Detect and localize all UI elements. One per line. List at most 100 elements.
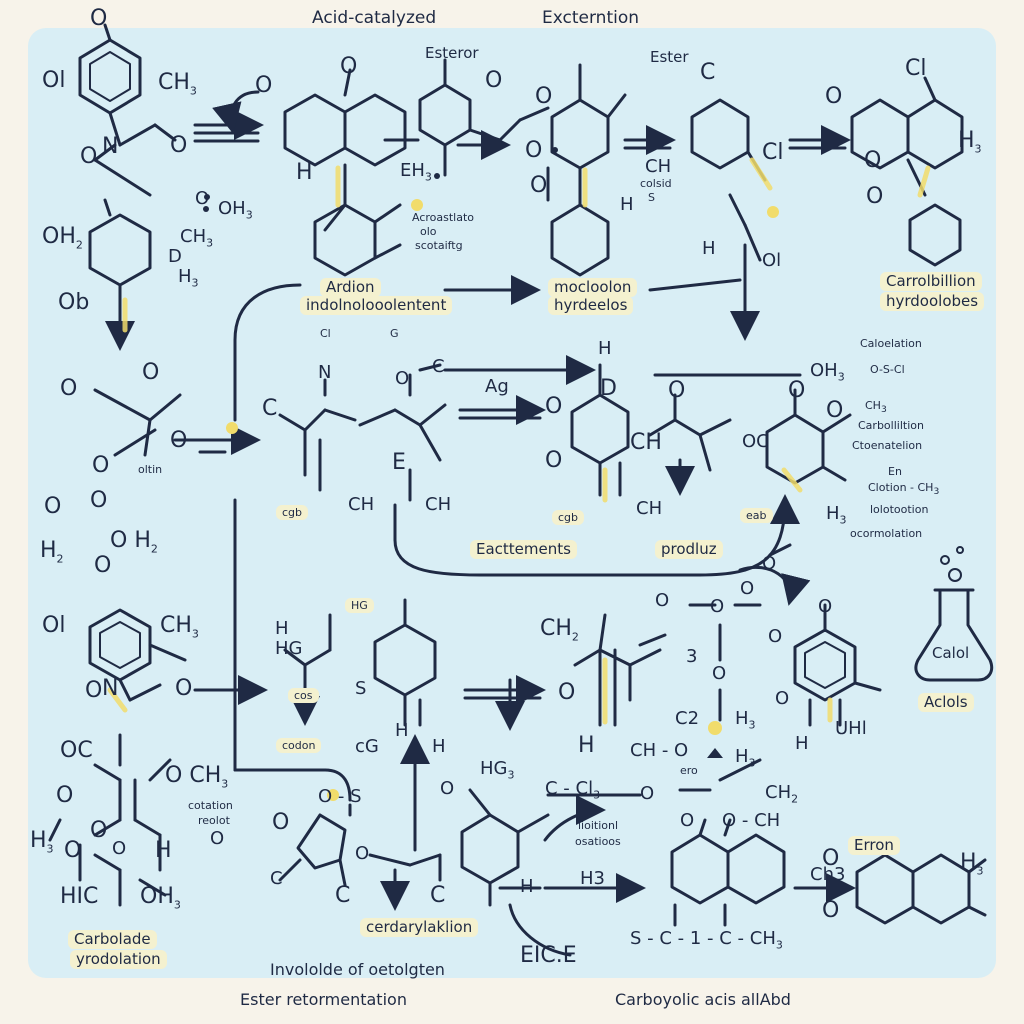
atom-o-ah: O xyxy=(768,626,783,647)
atom-o-ad: O xyxy=(710,596,725,617)
atom-h3-g: H3 xyxy=(30,828,54,856)
atom-h2: H2 xyxy=(40,538,64,566)
label-oscl: O-S-Cl xyxy=(870,363,905,376)
atom-h-e: H xyxy=(395,720,409,741)
ring-12 xyxy=(296,813,347,870)
ring-2b xyxy=(343,93,407,167)
label-aclols: Aclols xyxy=(918,693,974,712)
atom-o-b: O xyxy=(170,133,188,158)
atom-ch2b: CH2 xyxy=(765,782,799,806)
ring-8 xyxy=(765,413,825,485)
atom-o-d: O xyxy=(340,54,358,79)
atom-o-av: O xyxy=(822,898,840,923)
atom-c-o: C xyxy=(432,356,445,377)
atom-h-d: H xyxy=(275,618,289,639)
note-colsid: colsid xyxy=(640,177,672,190)
atom-ag: Ag xyxy=(485,376,509,397)
label-indol: indolnolooolentent xyxy=(300,296,453,315)
atom-o-g: O xyxy=(525,138,543,163)
ring-7 xyxy=(570,393,630,465)
label-hyrdeelos: hyrdeelos xyxy=(548,296,634,315)
ring-14 xyxy=(670,833,730,905)
title-extension: Excterntion xyxy=(542,8,640,28)
atom-o-h: O xyxy=(530,173,548,198)
atom-ch3-a: CH3 xyxy=(158,70,197,98)
note-reolot: reolot xyxy=(198,814,230,827)
ring-2a xyxy=(283,93,347,167)
atom-h3-e: H3 xyxy=(735,708,756,732)
atom-d-b: D xyxy=(600,376,617,401)
label-cl-top: Cl xyxy=(905,56,927,81)
atom-h-g: H xyxy=(578,733,595,758)
atom-o-z: O xyxy=(175,676,193,701)
atom-e: E xyxy=(392,450,406,475)
label-calol: Calol xyxy=(932,644,970,662)
atom-h3-right: H3 xyxy=(958,128,982,156)
atom-oc-b: OC xyxy=(60,738,93,763)
atom-o-top: O xyxy=(90,6,108,31)
atom-o-w: O xyxy=(44,494,62,519)
atom-h-b: H xyxy=(620,194,634,215)
atom-ch-c: CH xyxy=(645,156,672,177)
atom-o-m: O xyxy=(60,376,78,401)
atom-h3o: H3 xyxy=(580,868,605,889)
atom-o-j: O xyxy=(864,148,882,173)
atom-oc: OC xyxy=(742,431,769,452)
label-ocormolation: ocormolation xyxy=(850,527,923,540)
atom-o-ar: O xyxy=(440,778,455,799)
label-cerdarylaklion: cerdarylaklion xyxy=(360,918,479,937)
label-prodluz: prodluz xyxy=(655,540,723,559)
atom-o-ag: O xyxy=(762,553,777,574)
label-mocloolon: mocloolon xyxy=(548,278,638,297)
atom-o-n: O xyxy=(142,360,160,385)
atom-o-p: O xyxy=(92,453,110,478)
label-esteror: Esteror xyxy=(425,44,479,62)
note-cos: cos xyxy=(288,688,319,703)
atom-ch3-c: CH3 xyxy=(160,613,199,641)
footer-invololde: Invololde of oetolgten xyxy=(270,960,445,979)
atom-o-am: O xyxy=(90,818,108,843)
atom-ol: Ol xyxy=(42,68,66,93)
atom-h3-c: H xyxy=(598,338,612,359)
note-cgb: cgb xyxy=(276,505,309,520)
atom-cl3: C - Cl3 xyxy=(545,778,601,802)
atom-o-as: O xyxy=(640,783,655,804)
atom-h-a: H xyxy=(296,160,313,185)
atom-h3-b: H3 xyxy=(178,266,199,290)
atom-h-f: H xyxy=(432,736,446,757)
atom-o-ai: O xyxy=(818,596,833,617)
atom-o-ac: O xyxy=(655,590,670,611)
atom-ob: Ob xyxy=(58,290,90,315)
atom-n-small: N xyxy=(318,362,332,383)
label-caloelation: Caloelation xyxy=(860,337,922,350)
ring-15 xyxy=(855,853,915,925)
atom-h-j: H xyxy=(520,876,534,897)
diagram-panel xyxy=(28,28,996,978)
atom-o-t: O xyxy=(668,378,686,403)
atom-ohs: OH3 xyxy=(810,360,845,384)
atom-o-y: O xyxy=(94,553,112,578)
atom-n-a: N xyxy=(102,134,119,159)
label-carrolbillion: Carrolbillion xyxy=(880,272,982,291)
atom-cg: cG xyxy=(355,736,379,757)
note-scot: scotaiftg xyxy=(415,239,463,252)
atom-cl-mid: Cl xyxy=(762,140,784,165)
footer-ester-retro: Ester retormentation xyxy=(240,990,407,1009)
label-iolotion: lolotootion xyxy=(870,503,929,516)
label-ardion: Ardion xyxy=(320,278,381,297)
title-acid-catalyzed: Acid-catalyzed xyxy=(312,8,437,28)
atom-ch3-end: Ch3 xyxy=(810,864,846,885)
atom-o-aj: O xyxy=(775,688,790,709)
atom-ch-mid2: CH xyxy=(630,430,662,455)
atom-h-h: H xyxy=(795,733,809,754)
note-lioitionl: lioitionl xyxy=(578,819,619,832)
atom-o-af: O xyxy=(712,663,727,684)
atom-s-chain: S - C - 1 - C - CH3 xyxy=(630,928,783,952)
atom-h-i: H xyxy=(155,838,172,863)
atom-o-s: O xyxy=(545,448,563,473)
atom-o-aq: O xyxy=(355,843,370,864)
atom-hic: HIC xyxy=(60,884,99,909)
ring-3 xyxy=(418,83,472,147)
